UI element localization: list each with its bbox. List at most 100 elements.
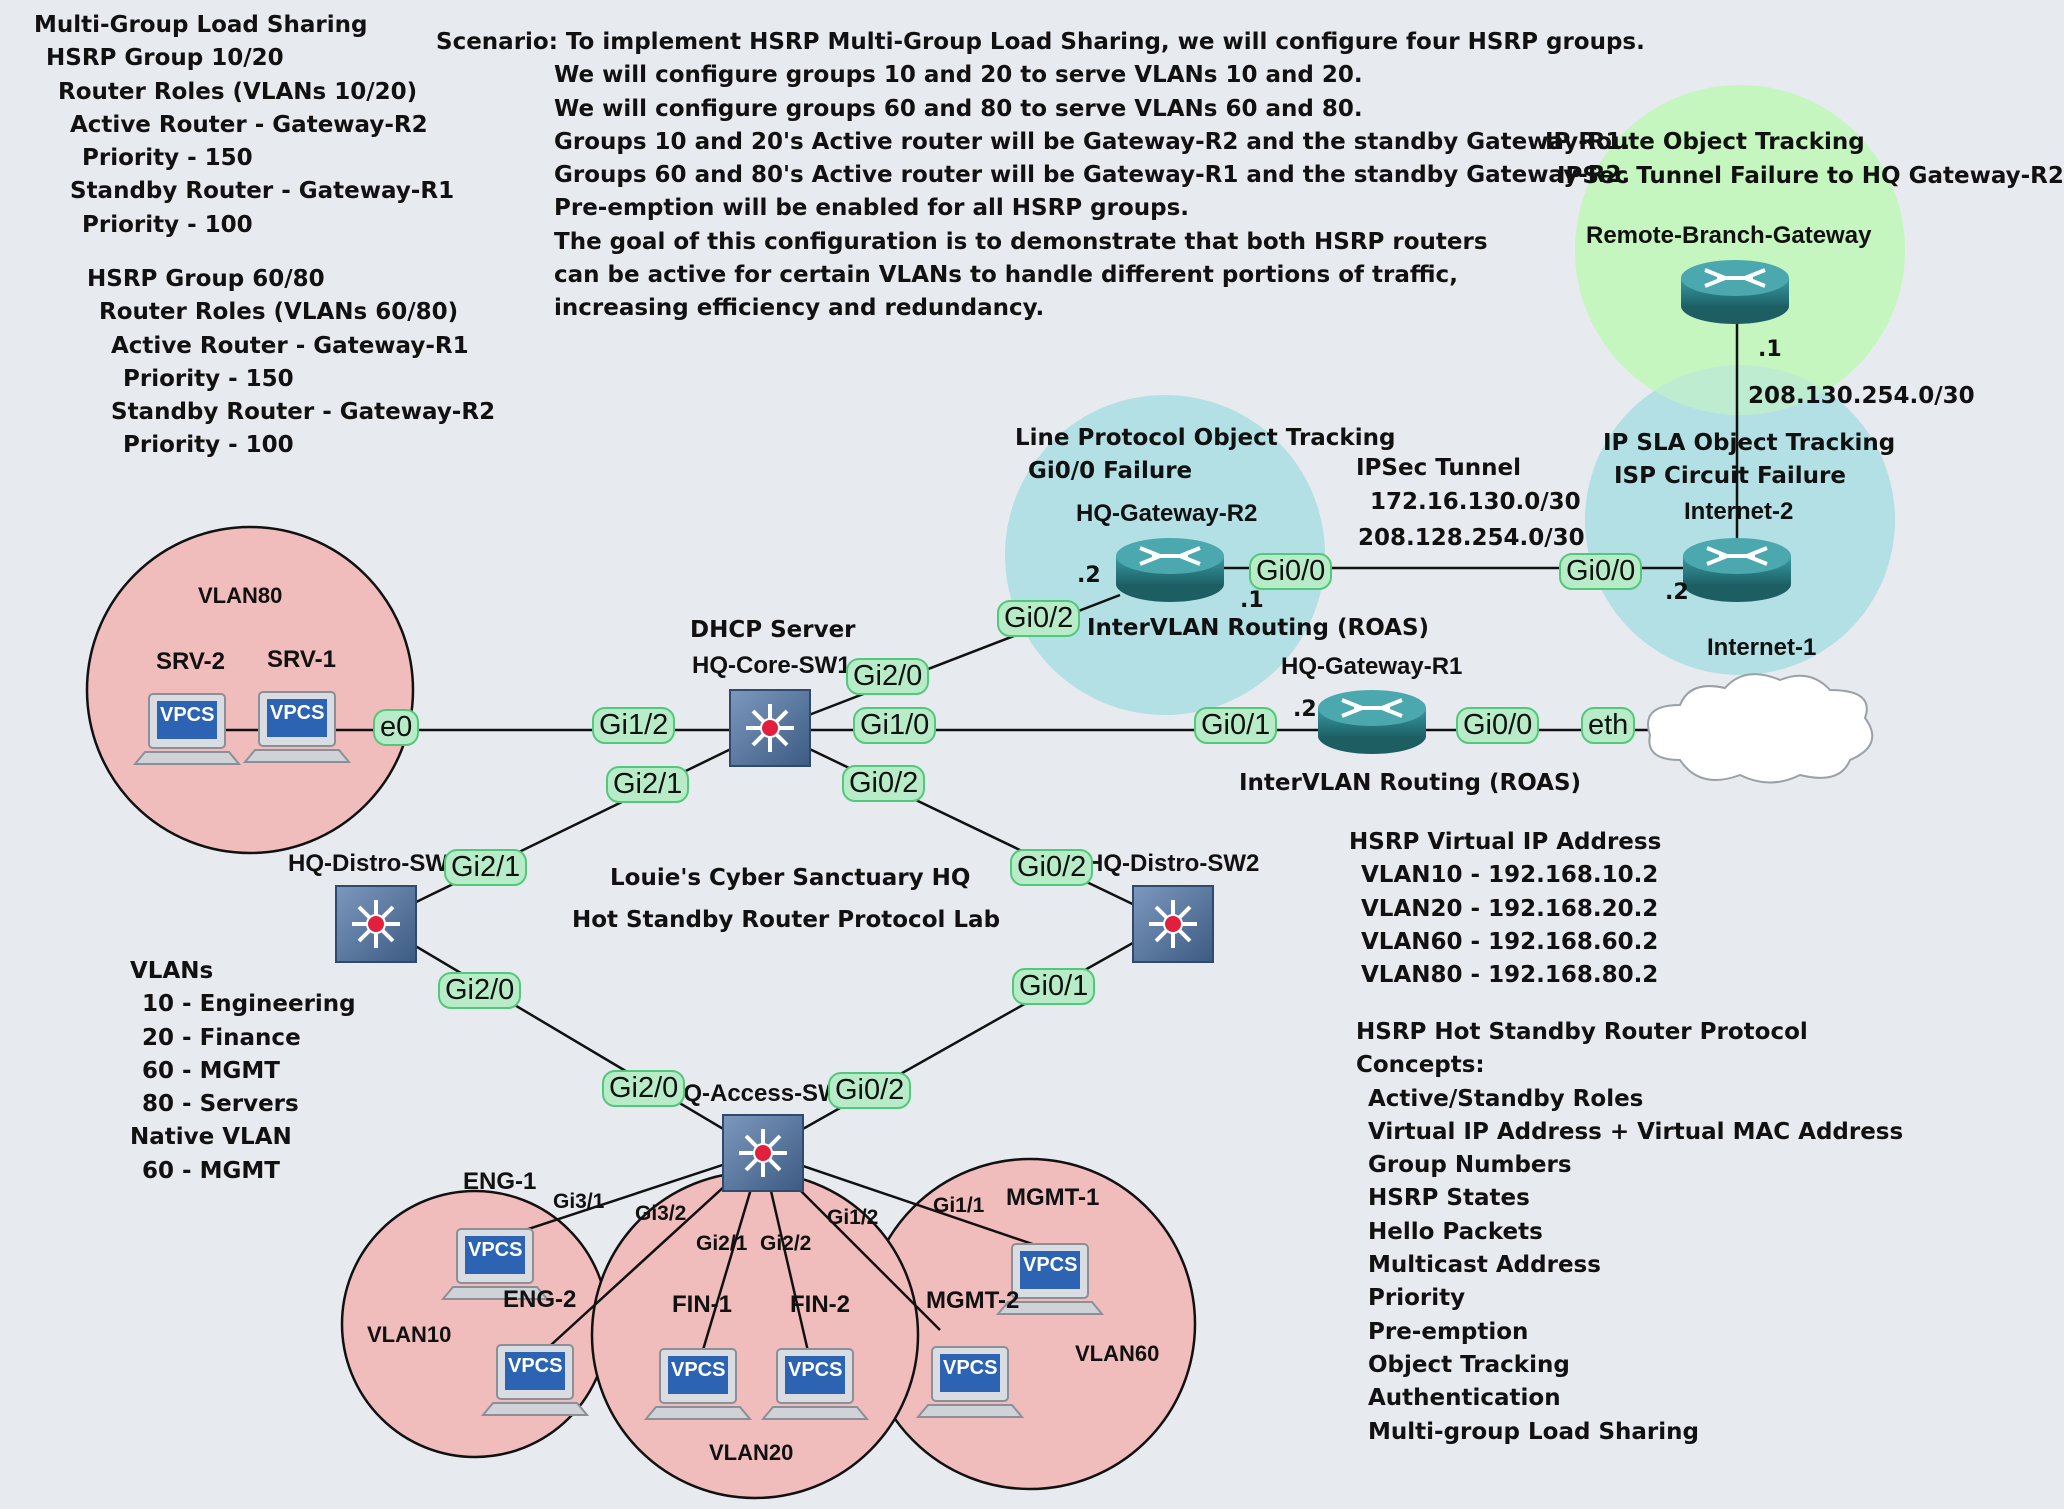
note-line: Priority - 100 <box>123 432 294 459</box>
note-line: HSRP Group 60/80 <box>87 266 325 292</box>
note-line: Priority - 100 <box>82 211 253 238</box>
note-line: Router Roles (VLANs 10/20) <box>58 78 418 105</box>
distro2-gi0-1-port: Gi0/1 <box>1012 968 1096 1005</box>
access-gi3-2: Gi3/2 <box>635 1202 687 1225</box>
hq-access-sw1-switch <box>721 1113 805 1193</box>
remote-branch-gateway-router <box>1679 258 1791 326</box>
vip-line: HSRP Virtual IP Address <box>1349 829 1662 855</box>
branch-ip: .1 <box>1758 337 1782 362</box>
roas-r2-label: InterVLAN Routing (ROAS) <box>1087 615 1430 641</box>
r2-gi0-0-port: Gi0/0 <box>1249 553 1333 590</box>
vlan-line: VLANs <box>130 958 214 984</box>
scenario-line: We will configure groups 60 and 80 to se… <box>554 95 1363 122</box>
hq-core-sw1-label: HQ-Core-SW1 <box>692 652 851 679</box>
vip-line: VLAN80 - 192.168.80.2 <box>1361 962 1659 989</box>
core-gi2-0-port: Gi2/0 <box>846 658 930 695</box>
vpcs-label: VPCS <box>788 1359 843 1381</box>
hq-core-sw1-switch <box>728 688 812 768</box>
vlan10-label: VLAN10 <box>367 1322 452 1347</box>
scenario-line: Scenario: To implement HSRP Multi-Group … <box>436 29 1645 55</box>
roas-r1-label: InterVLAN Routing (ROAS) <box>1239 770 1582 796</box>
access-gi0-2-port: Gi0/2 <box>828 1072 912 1109</box>
vpcs-label: VPCS <box>160 704 215 726</box>
mgmt2-label: MGMT-2 <box>926 1287 1020 1314</box>
srv2-label: SRV-2 <box>156 648 225 675</box>
scenario-line: Pre-emption will be enabled for all HSRP… <box>554 195 1190 222</box>
hq-gateway-r1-label: HQ-Gateway-R1 <box>1281 653 1463 680</box>
hq-distro-sw2-switch <box>1131 884 1215 964</box>
note-line: Multi-Group Load Sharing <box>34 12 368 38</box>
scenario-line: increasing efficiency and redundancy. <box>554 295 1045 322</box>
core-gi2-1-port: Gi2/1 <box>606 766 690 803</box>
vip-line: VLAN60 - 192.168.60.2 <box>1361 928 1659 955</box>
scenario-line: can be active for certain VLANs to handl… <box>554 262 1458 289</box>
ip-sla-tracking-detail: ISP Circuit Failure <box>1614 463 1846 489</box>
ip-route-tracking-title: IP Route Object Tracking <box>1545 129 1865 155</box>
vip-line: VLAN10 - 192.168.10.2 <box>1361 862 1659 889</box>
access-gi1-1: Gi1/1 <box>933 1194 985 1217</box>
ipsec-tunnel-title: IPSec Tunnel <box>1356 455 1521 481</box>
vlan-line: Native VLAN <box>130 1124 292 1151</box>
scenario-text: Scenario: To implement HSRP Multi-Group … <box>436 26 1645 326</box>
concept-line: Multicast Address <box>1368 1252 1601 1279</box>
lab-title: Louie's Cyber Sanctuary HQ <box>610 865 971 891</box>
internet2-ip: .2 <box>1665 580 1689 605</box>
vip-line: VLAN20 - 192.168.20.2 <box>1361 895 1659 922</box>
vlan-line: 80 - Servers <box>142 1091 299 1118</box>
concept-line: Active/Standby Roles <box>1368 1085 1644 1112</box>
concept-line: Object Tracking <box>1368 1351 1570 1378</box>
note-line: Router Roles (VLANs 60/80) <box>99 299 459 326</box>
scenario-line: Groups 60 and 80's Active router will be… <box>554 162 1631 189</box>
mgmt1-label: MGMT-1 <box>1006 1184 1100 1211</box>
vpcs-label: VPCS <box>508 1355 563 1377</box>
hq-distro-sw2-label: HQ-Distro-SW2 <box>1086 850 1260 877</box>
note-line: HSRP Group 10/20 <box>46 45 284 72</box>
internet2-gi0-0-port: Gi0/0 <box>1559 553 1643 590</box>
eng2-label: ENG-2 <box>503 1286 577 1313</box>
scenario-line: We will configure groups 10 and 20 to se… <box>554 62 1363 89</box>
vlan-line: 20 - Finance <box>142 1024 301 1051</box>
distro1-gi2-0-port: Gi2/0 <box>438 972 522 1009</box>
hq-gateway-r2-router <box>1114 536 1226 604</box>
line-protocol-tracking-title: Line Protocol Object Tracking <box>1015 425 1396 451</box>
hq-gateway-r2-label: HQ-Gateway-R2 <box>1076 500 1258 527</box>
vlan80-label: VLAN80 <box>198 583 283 608</box>
vlan-line: 60 - MGMT <box>142 1057 280 1084</box>
ipsec-net2: 208.128.254.0/30 <box>1358 525 1585 551</box>
ip-sla-tracking-title: IP SLA Object Tracking <box>1603 430 1896 456</box>
wan-network: 208.130.254.0/30 <box>1748 383 1975 409</box>
core-gi0-2-port: Gi0/2 <box>842 765 926 802</box>
vpcs-label: VPCS <box>468 1239 523 1261</box>
internet1-label: Internet-1 <box>1707 634 1817 661</box>
access-gi2-2: Gi2/2 <box>760 1232 812 1255</box>
fin2-label: FIN-2 <box>790 1291 850 1318</box>
access-gi1-2: Gi1/2 <box>827 1206 879 1229</box>
concept-line: HSRP States <box>1368 1185 1530 1212</box>
dhcp-server-label: DHCP Server <box>690 617 856 643</box>
scenario-line: The goal of this configuration is to dem… <box>554 228 1488 255</box>
hq-distro-sw1-switch <box>334 884 418 964</box>
lab-subtitle: Hot Standby Router Protocol Lab <box>572 907 1001 933</box>
concept-line: Pre-emption <box>1368 1318 1529 1345</box>
vpcs-label: VPCS <box>270 702 325 724</box>
access-gi2-1: Gi2/1 <box>696 1232 748 1255</box>
access-gi2-0-port: Gi2/0 <box>602 1070 686 1107</box>
core-gi1-0-port: Gi1/0 <box>853 707 937 744</box>
vlan-line: 60 - MGMT <box>142 1157 280 1184</box>
internet1-cloud <box>1647 673 1874 784</box>
vpcs-label: VPCS <box>671 1359 726 1381</box>
vpcs-label: VPCS <box>1023 1254 1078 1276</box>
note-line: Active Router - Gateway-R1 <box>111 332 469 359</box>
line-protocol-tracking-detail: Gi0/0 Failure <box>1028 458 1193 484</box>
scenario-line: Groups 10 and 20's Active router will be… <box>554 128 1631 155</box>
note-line: Priority - 150 <box>82 145 253 172</box>
ipsec-net1: 172.16.130.0/30 <box>1370 489 1581 515</box>
concept-line: Virtual IP Address + Virtual MAC Address <box>1368 1118 1904 1145</box>
concept-line: HSRP Hot Standby Router Protocol <box>1356 1019 1808 1045</box>
remote-branch-gateway-label: Remote-Branch-Gateway <box>1586 222 1872 249</box>
